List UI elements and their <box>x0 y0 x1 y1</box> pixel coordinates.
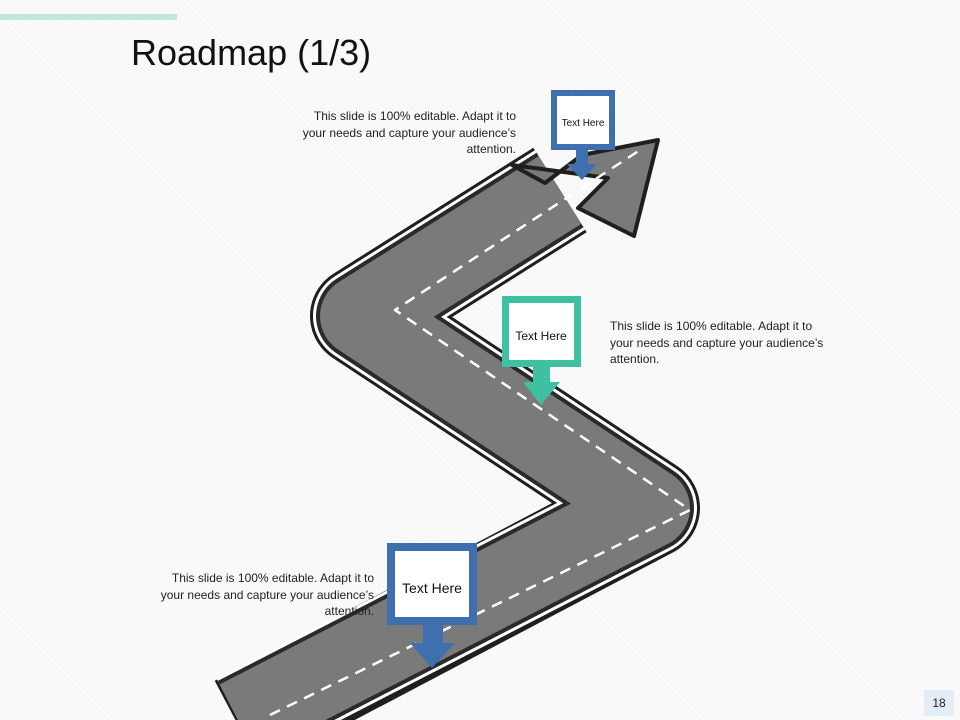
road-arrow-head <box>510 138 660 238</box>
milestone-description-3: This slide is 100% editable. Adapt it to… <box>160 571 374 618</box>
milestone-marker-1: Text Here <box>551 90 615 180</box>
milestone-label-2: Text Here <box>515 329 567 343</box>
milestone-label-3: Text Here <box>402 580 462 596</box>
page-number: 18 <box>924 690 954 716</box>
slide-title: Roadmap (1/3) <box>131 32 372 73</box>
milestone-description-1: This slide is 100% editable. Adapt it to… <box>302 109 516 156</box>
road-center-line <box>269 148 692 717</box>
milestone-description-2: This slide is 100% editable. Adapt it to… <box>610 319 824 366</box>
accent-bar <box>0 14 177 20</box>
milestone-marker-3: Text Here <box>387 543 477 668</box>
milestone-label-1: Text Here <box>562 118 605 129</box>
milestone-marker-2: Text Here <box>502 296 581 405</box>
